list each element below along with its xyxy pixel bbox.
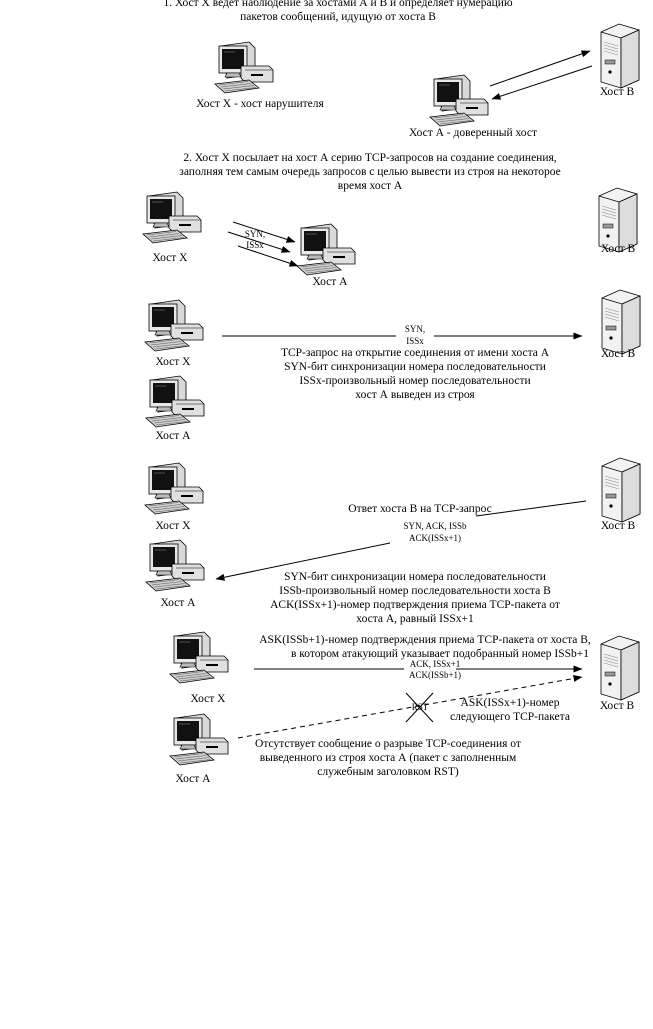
step2-text: 2. Хост Х посылает на хост А серию TCP-з… xyxy=(183,152,557,164)
syn-arrow xyxy=(232,221,296,243)
host-a-label: Хост А xyxy=(312,276,348,288)
syn-arrow xyxy=(227,231,291,253)
packet-label: SYN, xyxy=(244,229,266,239)
arrow-a-to-b xyxy=(489,50,591,87)
workstation-icon xyxy=(296,223,356,276)
workstation-icon xyxy=(214,41,274,94)
step3-desc: ISSx-произвольный номер последовательнос… xyxy=(299,375,531,387)
workstation-icon xyxy=(169,631,229,684)
step4-desc: ACK(ISSx+1)-номер подтверждения приема T… xyxy=(270,599,560,611)
missing-rst-text: Отсутствует сообщение о разрыве TCP-соед… xyxy=(255,738,521,750)
step2-text: заполняя тем самым очередь запросов с це… xyxy=(179,166,561,178)
step5-desc: в котором атакующий указывает подобранны… xyxy=(290,648,589,660)
server-icon xyxy=(601,289,641,355)
host-b-label: Хост В xyxy=(600,348,636,360)
rst-cross xyxy=(405,692,434,723)
missing-rst-arrow xyxy=(237,675,583,739)
step3-desc: TCP-запрос на открытие соединения от име… xyxy=(280,347,550,359)
workstation-icon xyxy=(142,191,202,244)
host-x-label: Хост Х xyxy=(190,693,226,705)
packet-label: ISSx xyxy=(246,240,264,250)
missing-rst-text: выведенного из строя хоста А (пакет с за… xyxy=(259,752,517,764)
next-packet-text: ASK(ISSx+1)-номер xyxy=(460,697,560,709)
missing-rst-text: служебным заголовком RST) xyxy=(317,766,459,778)
reply-line xyxy=(475,500,587,517)
host-a-label: Хост А xyxy=(175,773,211,785)
packet-label: ISSx xyxy=(406,336,424,346)
step3-desc: хост А выведен из строя xyxy=(355,389,475,401)
workstation-icon xyxy=(145,539,205,592)
host-a-label: Хост А - доверенный хост xyxy=(409,127,537,139)
host-b-label: Хост В xyxy=(599,700,635,712)
rst-label: RST xyxy=(411,702,429,712)
host-b-label: Хост В xyxy=(600,243,636,255)
host-x-label: Хост Х - хост нарушителя xyxy=(196,98,324,110)
step4-desc: ISSb-произвольный номер последовательнос… xyxy=(279,585,551,597)
host-b-label: Хост В xyxy=(599,86,635,98)
packet-label: SYN, xyxy=(404,324,426,334)
server-icon xyxy=(601,457,641,523)
host-x-label: Хост Х xyxy=(155,520,191,532)
step2-text: время хост А xyxy=(337,180,403,192)
workstation-icon xyxy=(145,375,205,428)
host-x-label: Хост Х xyxy=(155,356,191,368)
reply-arrow xyxy=(215,542,391,581)
workstation-icon xyxy=(144,299,204,352)
next-packet-text: следующего TCP-пакета xyxy=(450,711,570,723)
packet-label: SYN, ACK, ISSb xyxy=(403,521,467,531)
packet-label: ACK(ISSb+1) xyxy=(408,670,462,680)
host-b-label: Хост В xyxy=(600,520,636,532)
step5-desc: ASK(ISSb+1)-номер подтверждения приема T… xyxy=(259,634,591,646)
syn-arrow xyxy=(237,245,299,267)
step3-desc: SYN-бит синхронизации номера последовате… xyxy=(284,361,546,373)
workstation-icon xyxy=(169,713,229,766)
reply-title: Ответ хоста В на TCP-запрос xyxy=(348,503,492,515)
host-a-label: Хост А xyxy=(155,430,191,442)
packet-label: ACK(ISSx+1) xyxy=(408,533,462,543)
step4-desc: SYN-бит синхронизации номера последовате… xyxy=(284,571,546,583)
workstation-icon xyxy=(144,462,204,515)
step1-text: пакетов сообщений, идущую от хоста В xyxy=(240,11,436,23)
packet-label: ACK, ISSx+1 xyxy=(409,659,461,669)
step1-text: 1. Хост Х ведет наблюдение за хостами А … xyxy=(163,0,513,9)
arrow-b-to-a xyxy=(491,65,593,100)
server-icon xyxy=(600,23,640,89)
step4-desc: хоста А, равный ISSx+1 xyxy=(356,613,474,625)
workstation-icon xyxy=(429,74,489,127)
host-a-label: Хост А xyxy=(160,597,196,609)
host-x-label: Хост Х xyxy=(152,252,188,264)
